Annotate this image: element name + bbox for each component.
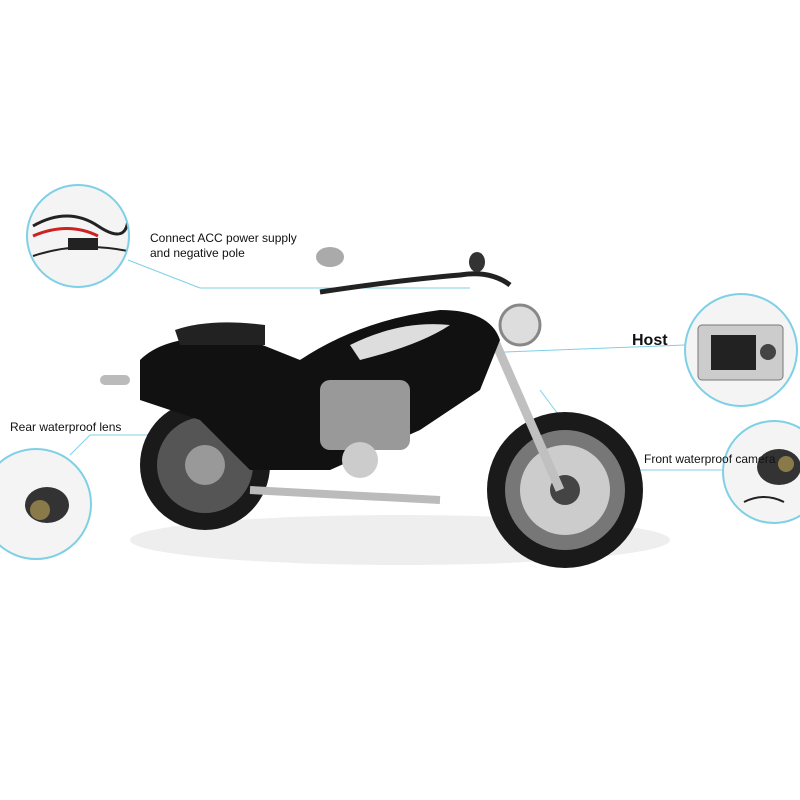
host-label: Host bbox=[632, 332, 668, 349]
acc-cable-circle bbox=[26, 184, 130, 288]
tank-graphic bbox=[350, 324, 450, 360]
tail-light bbox=[100, 375, 130, 385]
seat bbox=[175, 322, 265, 345]
headlight bbox=[498, 303, 542, 347]
acc-label: Connect ACC power supply and negative po… bbox=[150, 231, 297, 261]
mirror bbox=[469, 252, 485, 272]
front-camera-circle bbox=[722, 420, 800, 524]
front-wheel bbox=[487, 412, 643, 568]
front-fork bbox=[485, 328, 565, 492]
rear-lens-circle bbox=[0, 448, 92, 560]
front-camera-icon bbox=[743, 449, 800, 503]
engine bbox=[320, 380, 410, 478]
front-camera-label: Front waterproof camera bbox=[644, 452, 776, 466]
host-device-icon bbox=[697, 324, 784, 381]
rear-lens-label: Rear waterproof lens bbox=[10, 420, 122, 434]
handlebar bbox=[319, 271, 512, 295]
exhaust bbox=[249, 486, 441, 504]
rear-camera-icon bbox=[25, 487, 69, 523]
acc-label-line1: Connect ACC power supply bbox=[150, 231, 297, 245]
mirror bbox=[316, 247, 344, 267]
power-cable-icon bbox=[32, 214, 128, 257]
host-circle bbox=[684, 293, 798, 407]
acc-label-line2: and negative pole bbox=[150, 246, 245, 260]
